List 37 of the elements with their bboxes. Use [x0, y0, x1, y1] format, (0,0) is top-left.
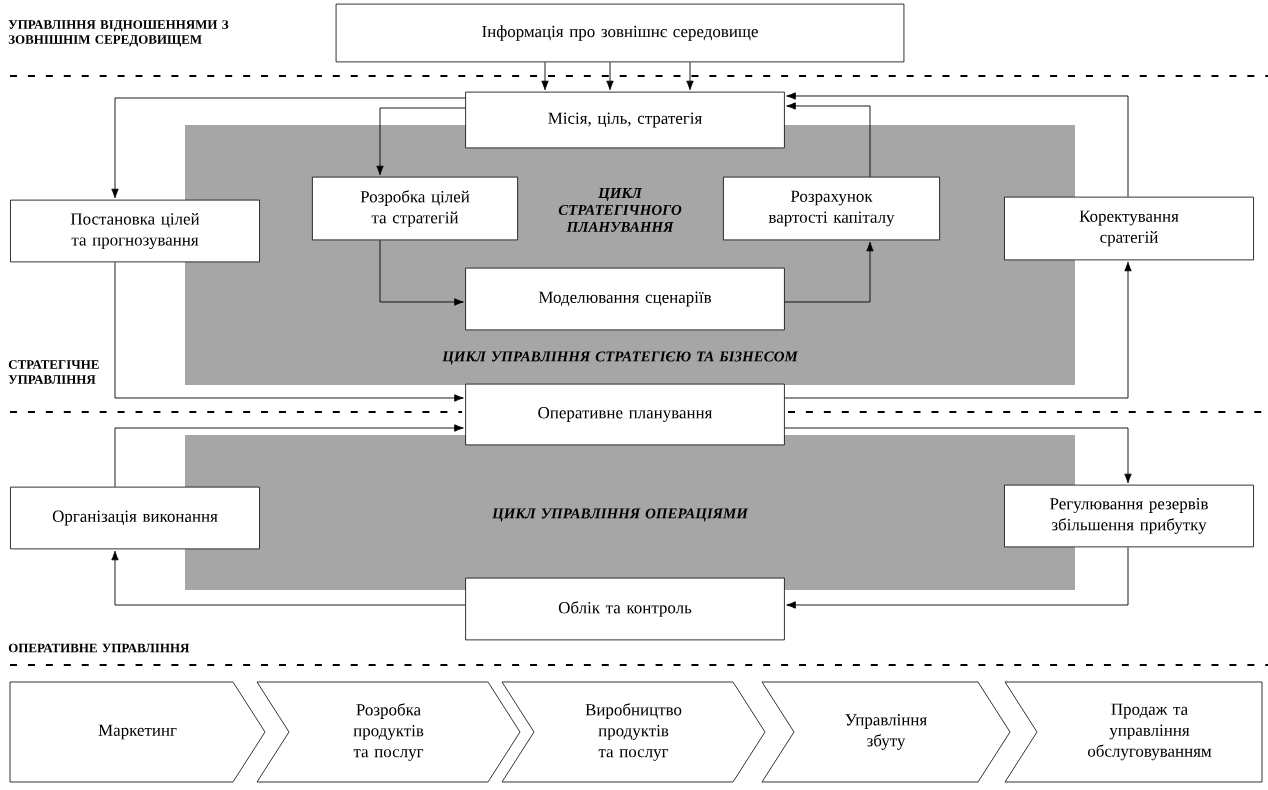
chevron-box: Маркетинг: [9, 681, 266, 783]
section-label: СТРАТЕГІЧНЕ УПРАВЛІННЯ: [8, 360, 99, 384]
arrow: [111, 97, 466, 199]
process-box: Організація виконання: [10, 486, 260, 550]
process-box: Регулювання резервів збільшення прибутку: [1004, 484, 1254, 548]
process-box: Розрахунок вартості капіталу: [723, 176, 940, 241]
arrow: [376, 107, 466, 176]
chevron-box: Управління збуту: [761, 681, 1011, 783]
process-box: Моделювання сценаріїв: [465, 267, 785, 331]
process-box: Коректування сратегій: [1004, 196, 1254, 261]
arrow: [686, 61, 694, 91]
arrow: [114, 424, 464, 488]
process-box: Розробка цілей та стратегій: [312, 176, 518, 241]
arrow: [786, 92, 1129, 198]
arrow: [379, 239, 464, 306]
process-box: Оперативне планування: [465, 383, 785, 446]
chevron-box: Розробка продуктів та послуг: [256, 681, 521, 783]
arrow: [786, 102, 871, 178]
chevron-box: Продаж та управління обслуговуванням: [1004, 681, 1263, 783]
section-label: ЦИКЛ УПРАВЛІННЯ ОПЕРАЦІЯМИ: [492, 508, 749, 522]
arrow: [784, 241, 874, 303]
chevron-box: Виробництво продуктів та послуг: [501, 681, 766, 783]
process-box: Постановка цілей та прогнозування: [10, 199, 260, 263]
section-label: ОПЕРАТИВНЕ УПРАВЛІННЯ: [8, 643, 190, 653]
arrow: [784, 427, 1132, 484]
process-box: Інформація про зовнішнє середовище: [335, 3, 905, 63]
arrow: [111, 550, 466, 606]
process-box: Місія, ціль, стратегія: [465, 91, 785, 149]
arrow: [606, 61, 614, 91]
section-label: ЦИКЛ СТРАТЕГІЧНОГО ПЛАНУВАННЯ: [558, 188, 682, 232]
arrow: [114, 261, 464, 402]
section-label: ЦИКЛ УПРАВЛІННЯ СТРАТЕГІЄЮ ТА БІЗНЕСОМ: [442, 351, 799, 365]
arrow: [786, 546, 1129, 609]
section-label: УПРАВЛІННЯ ВІДНОШЕННЯМИ З ЗОВНІШНІМ СЕРЕДОВИЩЕМ: [8, 20, 229, 47]
arrow: [784, 261, 1132, 399]
arrow: [541, 61, 549, 91]
process-box: Облік та контроль: [465, 577, 785, 641]
